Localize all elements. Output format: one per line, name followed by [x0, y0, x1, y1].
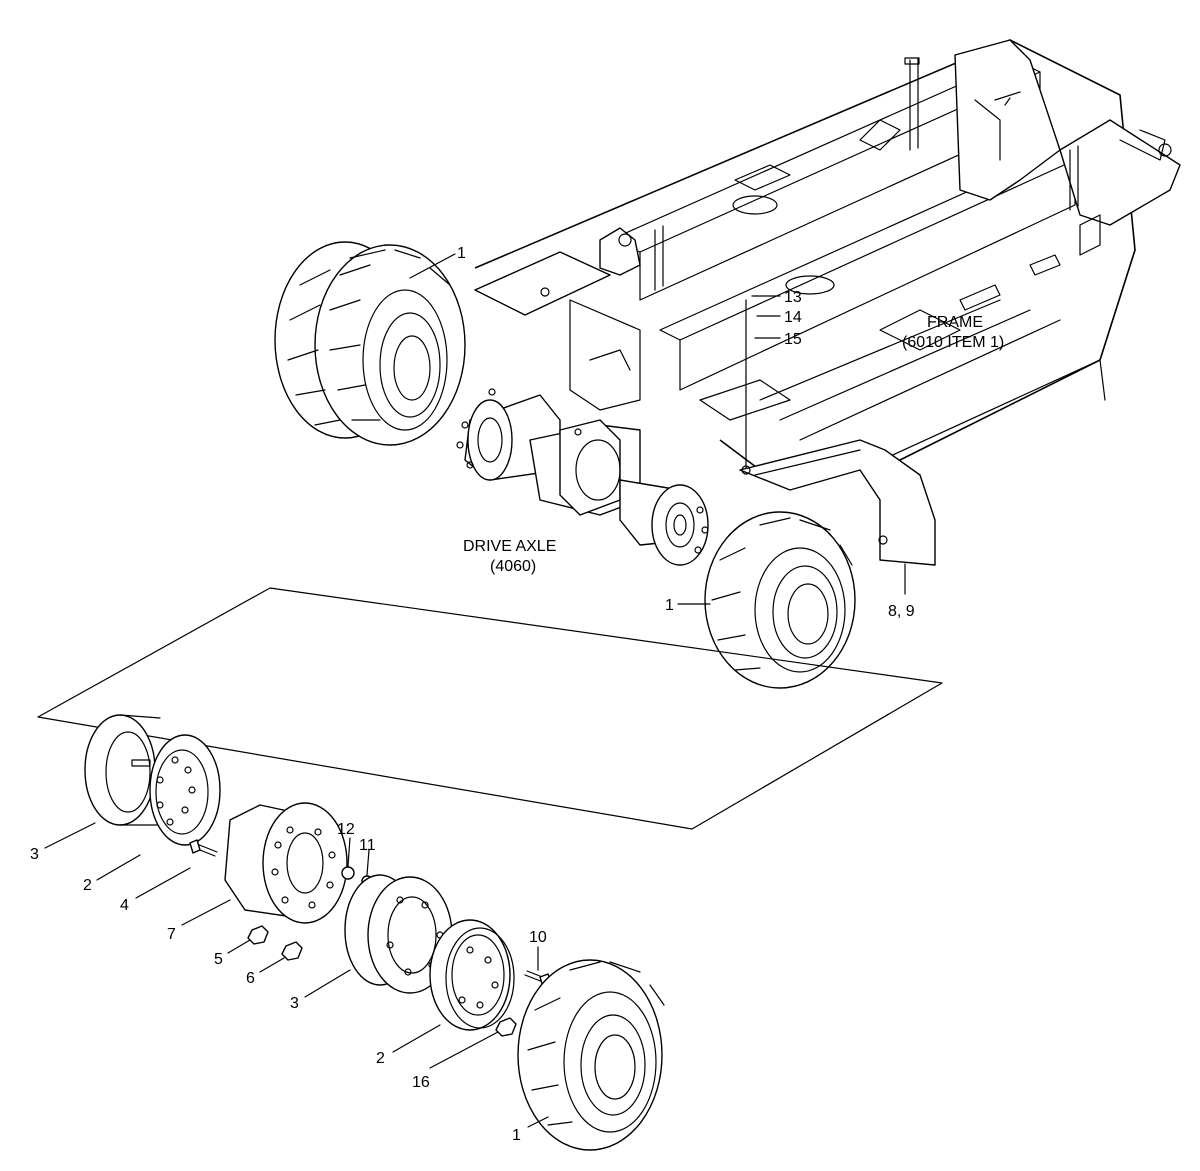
- callout-2-right: 2: [376, 1050, 385, 1067]
- axle-title: DRIVE AXLE: [463, 538, 556, 555]
- detail-boundary: [37, 587, 943, 830]
- callout-10: 10: [529, 929, 547, 946]
- callout-4: 4: [120, 897, 129, 914]
- drive-axle-drawing: [456, 388, 709, 566]
- leader-lines: [44, 253, 906, 1128]
- callout-13: 13: [784, 289, 802, 306]
- frame-ref: (6010 ITEM 1): [902, 334, 1004, 351]
- callout-11: 11: [359, 837, 376, 854]
- callout-1-top: 1: [457, 245, 466, 262]
- callout-7: 7: [167, 926, 176, 943]
- frame-title: FRAME: [927, 314, 983, 331]
- callout-1-bot: 1: [512, 1127, 521, 1144]
- callout-labels: FRAME (6010 ITEM 1) DRIVE AXLE (4060) 1 …: [30, 245, 1004, 1144]
- callout-14: 14: [784, 309, 802, 326]
- callout-6: 6: [246, 970, 255, 987]
- callout-2-left: 2: [83, 877, 92, 894]
- callout-12: 12: [337, 821, 355, 838]
- callout-8-9: 8, 9: [888, 603, 915, 620]
- callout-3-right: 3: [290, 995, 299, 1012]
- axle-ref: (4060): [490, 558, 536, 575]
- tyre-middle: [704, 511, 856, 689]
- frame-drawing: [474, 39, 1181, 566]
- callout-16: 16: [412, 1074, 430, 1091]
- callout-3-left: 3: [30, 846, 39, 863]
- callout-1-mid: 1: [665, 597, 674, 614]
- exploded-wheel-assembly: [37, 587, 943, 1151]
- callout-15: 15: [784, 331, 802, 348]
- tyre-top-dual: [274, 241, 466, 446]
- callout-5: 5: [214, 951, 223, 968]
